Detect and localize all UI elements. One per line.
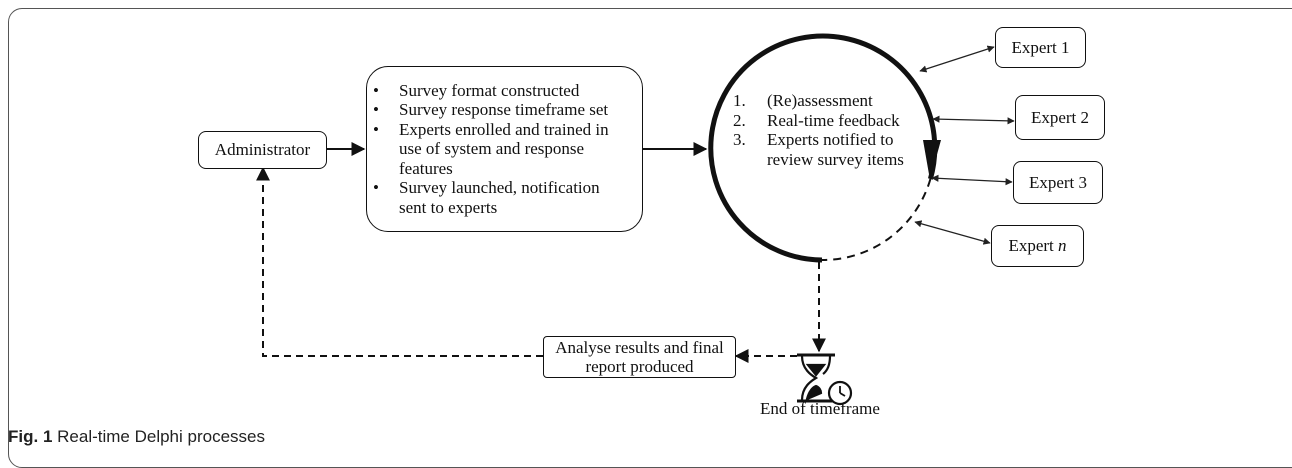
connectors-layer bbox=[256, 33, 1015, 406]
hourglass-clock-icon bbox=[797, 353, 853, 406]
cycle-step: 1.(Re)assessment bbox=[733, 91, 873, 110]
setup-step: Survey launched, notification sent to ex… bbox=[367, 178, 617, 217]
cycle-step: 3.Experts notified to review survey item… bbox=[733, 130, 904, 169]
expert-label: Expert 3 bbox=[1028, 172, 1088, 192]
setup-step: Survey format constructed bbox=[367, 81, 617, 101]
expert-box-1: Expert 1 bbox=[995, 27, 1086, 68]
setup-step: Experts enrolled and trained in use of s… bbox=[367, 120, 617, 179]
setup-step: Survey response timeframe set bbox=[367, 100, 617, 120]
expert-label: Expert 2 bbox=[1030, 107, 1090, 127]
administrator-box: Administrator bbox=[198, 131, 327, 169]
figure-caption-text: Real-time Delphi processes bbox=[52, 427, 265, 446]
arrow-expert-3 bbox=[931, 174, 1013, 186]
setup-steps-list: Survey format constructed Survey respons… bbox=[367, 81, 617, 218]
analyse-results-label: Analyse results and final report produce… bbox=[555, 338, 724, 376]
arrow-expert-2 bbox=[932, 115, 1015, 125]
expert-label: Expert 1 bbox=[1011, 37, 1070, 57]
timer-label: End of timeframe bbox=[760, 399, 880, 418]
analyse-results-box: Analyse results and final report produce… bbox=[543, 336, 736, 378]
expert-box-2: Expert 2 bbox=[1015, 95, 1105, 140]
figure-number: Fig. 1 bbox=[8, 427, 53, 446]
administrator-label: Administrator bbox=[214, 140, 311, 159]
cycle-dashed-arc bbox=[821, 178, 932, 262]
expert-box-3: Expert 3 bbox=[1013, 161, 1103, 204]
cycle-steps: 1.(Re)assessment 2.Real-time feedback 3.… bbox=[733, 91, 933, 169]
expert-box-n: Expert n bbox=[991, 225, 1084, 267]
cycle-arrowhead bbox=[923, 140, 941, 180]
arrow-expert-n bbox=[914, 220, 991, 245]
expert-label: Expert n bbox=[1008, 236, 1067, 255]
arrow-analyse-to-admin bbox=[256, 166, 543, 357]
cycle-step: 2.Real-time feedback bbox=[733, 110, 900, 130]
setup-steps-box: Survey format constructed Survey respons… bbox=[366, 66, 643, 232]
figure-caption: Fig. 1 Real-time Delphi processes bbox=[8, 427, 265, 447]
cycle-steps-list: 1.(Re)assessment 2.Real-time feedback 3.… bbox=[733, 91, 933, 169]
cycle-solid-arc bbox=[708, 33, 938, 263]
arrow-expert-1 bbox=[919, 45, 995, 73]
